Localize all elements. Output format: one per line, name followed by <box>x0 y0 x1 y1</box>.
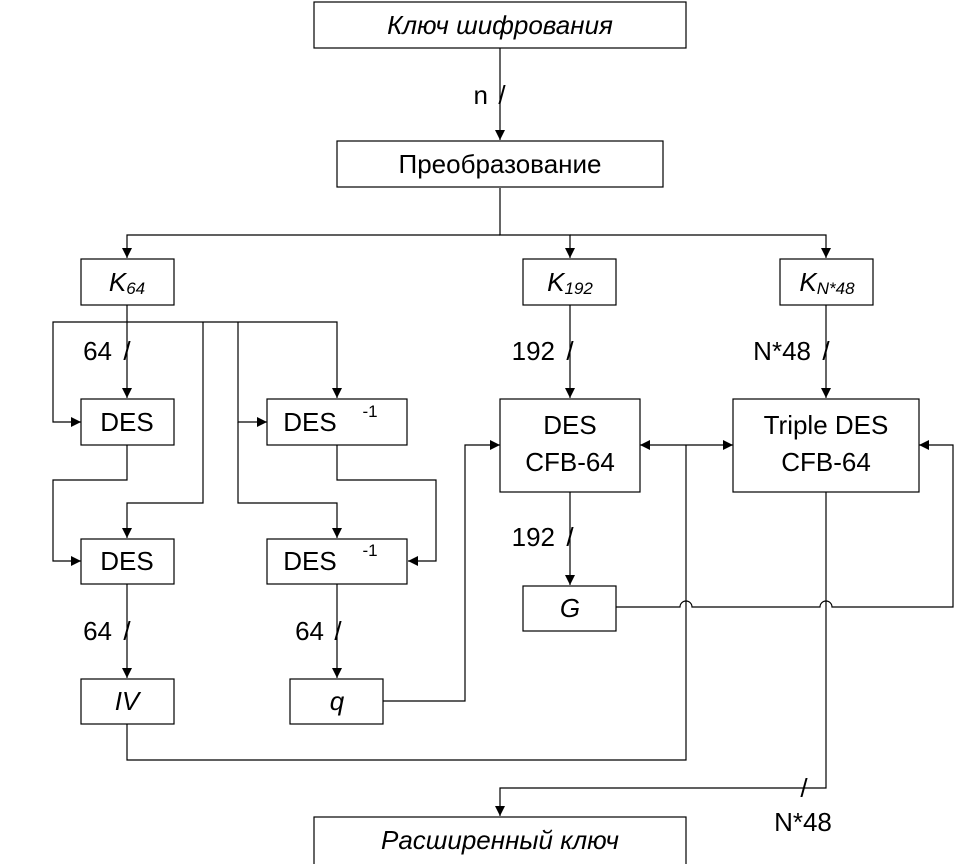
node-key-label: Ключ шифрования <box>387 10 613 40</box>
bus-label-n: n <box>474 80 488 110</box>
bus-label-k64-in: 64 <box>83 336 112 366</box>
node-k64-base: K <box>109 267 128 297</box>
node-k64-sub: 64 <box>126 279 145 298</box>
connectors <box>52 48 954 816</box>
edge-transform-to-k64 <box>122 234 500 258</box>
node-desinv2-sup: -1 <box>362 541 377 560</box>
node-k192: K192 <box>522 258 617 306</box>
bus-slash-des-out: / <box>123 616 131 646</box>
node-tdes-cfb: Triple DES CFB-64 <box>732 398 920 493</box>
node-des2: DES <box>80 538 175 585</box>
svg-text:K192: K192 <box>547 267 593 298</box>
node-k192-base: K <box>547 267 566 297</box>
bus-slash-desinv-out: / <box>334 616 342 646</box>
node-tdes-cfb-line2: CFB-64 <box>781 447 871 477</box>
edge-k64-to-desinv1-side <box>237 322 267 427</box>
node-k192-sub: 192 <box>564 279 593 298</box>
node-desinv1: DES -1 <box>266 398 408 446</box>
node-kn48-base: K <box>799 267 818 297</box>
node-kn48-sub: N*48 <box>817 279 855 298</box>
node-desinv2-base: DES <box>283 546 336 576</box>
bus-label-kn48-in: N*48 <box>753 336 811 366</box>
node-des-cfb-line2: CFB-64 <box>525 447 615 477</box>
edge-transform-to-kn48 <box>570 234 831 258</box>
bus-slash-n: / <box>498 80 506 110</box>
svg-text:KN*48: KN*48 <box>799 267 855 298</box>
bus-slash-k64-in: / <box>123 336 131 366</box>
bus-label-k192-in: 192 <box>512 336 555 366</box>
bus-slash-final: / <box>800 773 808 803</box>
node-expanded-key-label: Расширенный ключ <box>381 825 619 855</box>
edge-des1-to-des2 <box>52 445 128 566</box>
node-g: G <box>522 585 617 632</box>
node-des2-label: DES <box>100 546 153 576</box>
node-des-cfb: DES CFB-64 <box>499 398 641 493</box>
node-desinv1-sup: -1 <box>362 402 377 421</box>
node-expanded-key: Расширенный ключ <box>313 816 687 864</box>
node-desinv2: DES -1 <box>266 538 408 585</box>
edge-k64-to-desinv1 <box>127 321 342 398</box>
edge-k64-to-des1-side <box>52 321 127 427</box>
bus-slash-cfb-out: / <box>566 522 574 552</box>
node-iv-label: IV <box>115 686 142 716</box>
node-q: q <box>289 678 384 725</box>
edge-tdes-to-output <box>495 492 827 816</box>
node-transform: Преобразование <box>336 140 664 188</box>
node-kn48: KN*48 <box>779 258 874 306</box>
bus-slash-k192-in: / <box>566 336 574 366</box>
edge-q-to-cfb <box>383 440 500 702</box>
node-g-label: G <box>560 593 580 623</box>
node-tdes-cfb-line1: Triple DES <box>764 410 889 440</box>
node-q-label: q <box>330 686 345 716</box>
edge-k64-to-desinv2 <box>237 422 342 538</box>
node-key: Ключ шифрования <box>313 1 687 49</box>
bus-label-des-out: 64 <box>83 616 112 646</box>
node-des1: DES <box>80 398 175 446</box>
edge-k64-to-des2 <box>122 322 204 538</box>
node-k64: K64 <box>80 258 175 306</box>
bus-labels: n / 64 / 64 / 64 / 192 / 192 / N*48 / / … <box>83 80 832 837</box>
node-desinv1-base: DES <box>283 407 336 437</box>
edge-desinv1-to-desinv2 <box>336 445 437 566</box>
bus-label-cfb-out: 192 <box>512 522 555 552</box>
edge-transform-to-k192 <box>499 188 575 258</box>
bus-slash-kn48-in: / <box>822 336 830 366</box>
svg-text:K64: K64 <box>109 267 145 298</box>
node-iv: IV <box>80 678 175 725</box>
node-des-cfb-line1: DES <box>543 410 596 440</box>
bus-label-final: N*48 <box>774 807 832 837</box>
edge-g-to-tdes <box>616 440 954 608</box>
edge-iv-feedback <box>126 445 687 761</box>
node-transform-label: Преобразование <box>399 149 602 179</box>
node-des1-label: DES <box>100 407 153 437</box>
bus-label-desinv-out: 64 <box>295 616 324 646</box>
